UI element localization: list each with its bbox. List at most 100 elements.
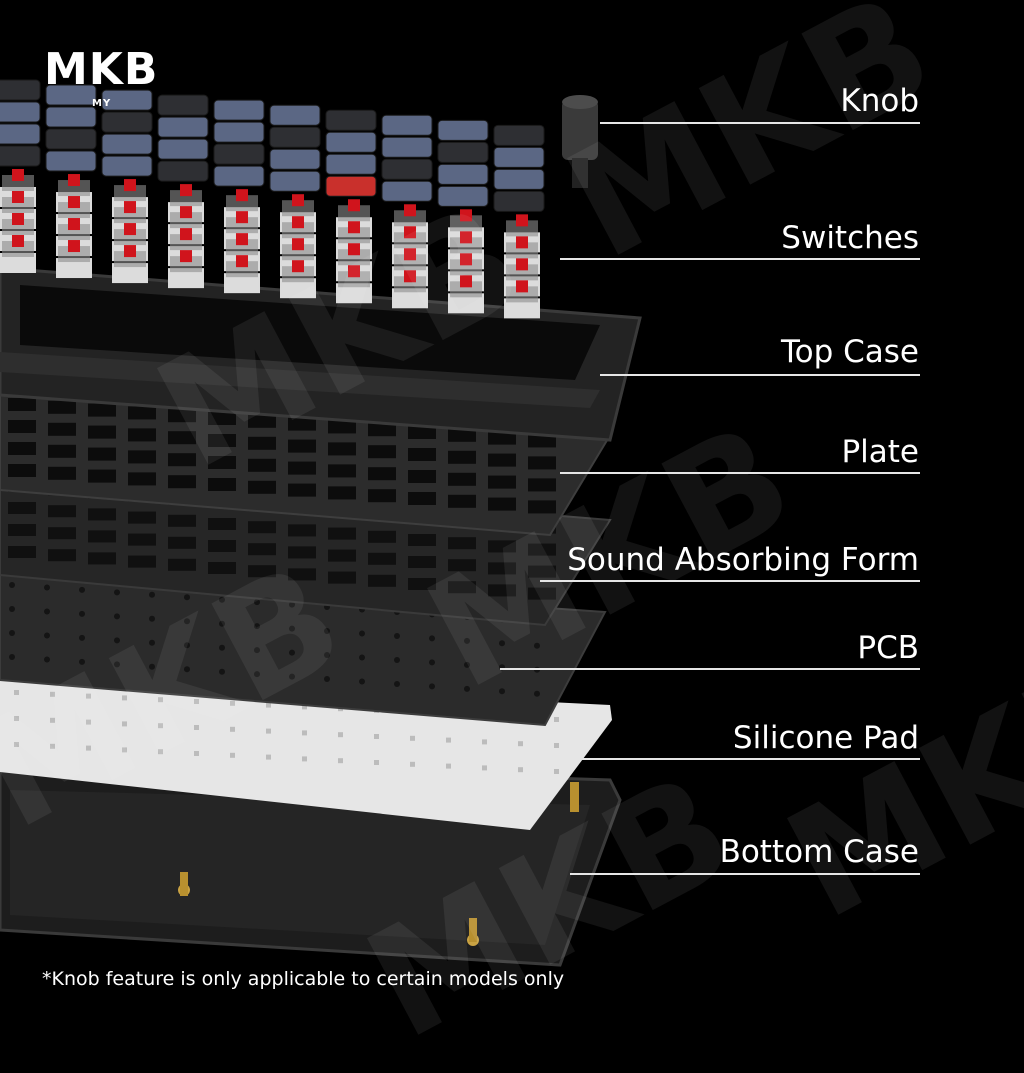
pad-nub	[410, 735, 415, 741]
pcb-pad	[114, 613, 120, 620]
plate-cutout	[528, 478, 556, 492]
foam-cutout	[88, 552, 116, 565]
foam-cutout	[248, 543, 276, 556]
pad-nub	[14, 742, 19, 747]
pad-nub	[302, 704, 307, 710]
plate-cutout	[248, 480, 276, 494]
plate-cutout	[368, 467, 396, 481]
layer-rule-knob	[600, 122, 920, 124]
pad-nub	[302, 756, 307, 762]
plate-cutout	[368, 423, 396, 437]
pad-nub	[338, 758, 343, 764]
plate-cutout	[168, 409, 196, 423]
pad-nub	[122, 747, 127, 753]
plate-cutout	[128, 428, 156, 442]
layer-label-sound-absorbing-foam: Sound Absorbing Form	[567, 542, 919, 578]
layer-rule-silicone-pad	[540, 758, 920, 760]
pcb-pad	[324, 676, 330, 683]
foam-cutout	[408, 578, 436, 590]
foam-cutout	[488, 540, 516, 553]
pcb-pad	[534, 690, 540, 697]
plate-cutout	[208, 478, 236, 491]
plate-cutout	[328, 486, 356, 500]
pcb-pad	[114, 589, 120, 596]
pcb-pad	[429, 635, 435, 642]
plate-cutout	[448, 428, 476, 442]
keycap	[157, 138, 209, 160]
pcb-pad	[44, 608, 50, 615]
switch	[336, 265, 372, 304]
keycap	[325, 109, 377, 131]
exploded-keyboard-illustration	[0, 79, 642, 967]
pcb-pad	[219, 596, 225, 603]
keycap	[213, 143, 265, 165]
foam-cutout	[128, 511, 156, 524]
pad-nub	[554, 769, 559, 774]
pcb-pad	[114, 661, 120, 668]
layer-rule-plate	[560, 472, 920, 474]
foam-cutout	[8, 524, 36, 536]
pcb-pad	[219, 668, 225, 675]
plate-cutout	[48, 400, 76, 414]
plate-cutout	[128, 450, 156, 464]
foam-cutout	[8, 546, 36, 558]
keycap	[493, 146, 545, 168]
plate-cutout	[488, 497, 516, 511]
foam-cutout	[328, 571, 356, 584]
foam-cutout	[248, 565, 276, 578]
keycap	[213, 121, 265, 143]
pad-nub	[50, 743, 55, 749]
switch	[392, 270, 428, 309]
pcb-pad	[254, 599, 260, 606]
keycap	[437, 141, 489, 163]
pcb-pad	[254, 671, 260, 678]
plate-cutout	[528, 434, 556, 448]
plate-cutout	[488, 475, 516, 489]
pad-nub	[122, 695, 127, 701]
brand-logo-sub: MY	[92, 98, 112, 109]
foam-cutout	[208, 540, 236, 552]
pcb-pad	[44, 656, 50, 663]
plate-cutout	[448, 450, 476, 464]
keycap	[157, 94, 209, 116]
pcb-pad	[79, 634, 85, 641]
pcb-pad	[289, 673, 295, 680]
plate-cutout	[48, 422, 76, 436]
pad-nub	[158, 749, 163, 755]
footnote: *Knob feature is only applicable to cert…	[42, 968, 565, 990]
pcb-pad	[289, 601, 295, 608]
pcb-pad	[149, 615, 155, 622]
pad-nub	[230, 726, 235, 732]
pad-nub	[446, 763, 451, 769]
plate-cutout	[88, 447, 116, 461]
plate-cutout	[88, 403, 116, 417]
keycap	[493, 168, 545, 190]
switch	[280, 260, 316, 299]
plate-cutout	[368, 489, 396, 503]
switch	[168, 250, 204, 289]
plate-cutout	[408, 426, 436, 439]
keycap	[213, 99, 265, 121]
foam-cutout	[88, 508, 116, 521]
pad-nub	[194, 751, 199, 756]
layer-label-bottom-case: Bottom Case	[719, 834, 919, 870]
pad-nub	[482, 739, 487, 745]
pad-nub	[86, 693, 91, 699]
pad-nub	[194, 725, 199, 730]
pcb-pad	[219, 620, 225, 627]
pad-nub	[122, 721, 127, 727]
keycap	[325, 131, 377, 153]
keycap	[45, 150, 97, 172]
foam-cutout	[368, 574, 396, 587]
plate-cutout	[208, 412, 236, 425]
keycap	[157, 116, 209, 138]
keycap	[381, 158, 433, 180]
pcb-pad	[429, 659, 435, 666]
plate-cutout	[448, 494, 476, 508]
foam-cutout	[48, 505, 76, 518]
plate-cutout	[288, 439, 316, 453]
pad-nub	[338, 732, 343, 738]
foam-cutout	[408, 556, 436, 568]
plate-cutout	[128, 406, 156, 420]
pad-nub	[266, 754, 271, 760]
